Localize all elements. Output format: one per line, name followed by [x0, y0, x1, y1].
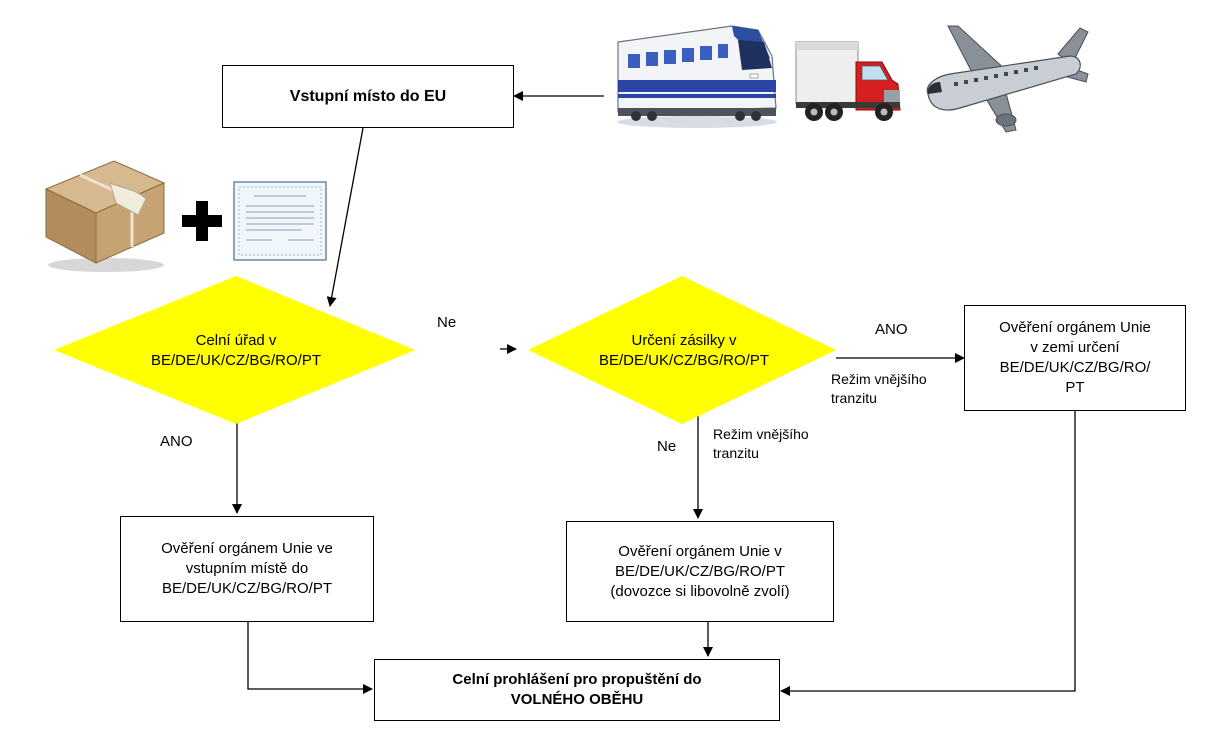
customs-no-label: Ne: [437, 314, 457, 331]
destination-yes-label: ANO: [875, 321, 908, 338]
verify-destination-label: Ověření orgánem Unie v zemi určení BE/DE…: [999, 319, 1151, 396]
verify-entry-box: Ověření orgánem Unie ve vstupním místě d…: [120, 516, 374, 622]
airplane-icon: [926, 25, 1089, 133]
destination-no-label: Ne: [657, 438, 677, 455]
plus-icon: [182, 201, 222, 241]
transit-down-label: Režim vnějšího tranzitu: [713, 426, 809, 461]
entry-point-box: Vstupní místo do EU: [222, 65, 514, 128]
verify-choice-label: Ověření orgánem Unie v BE/DE/UK/CZ/BG/RO…: [610, 542, 790, 600]
destination-diamond-label: Určení zásilky v BE/DE/UK/CZ/BG/RO/PT: [598, 332, 770, 369]
verify-choice-box: Ověření orgánem Unie v BE/DE/UK/CZ/BG/RO…: [566, 521, 834, 622]
train-icon: [617, 25, 777, 128]
customs-diamond-label: Celní úřad v BE/DE/UK/CZ/BG/RO/PT: [150, 332, 322, 369]
destination-diamond-shape: [528, 276, 836, 424]
release-box: Celní prohlášení pro propuštění do VOLNÉ…: [374, 659, 780, 721]
parcel-icon: [44, 160, 166, 272]
transit-right-label: Režim vnějšího tranzitu: [831, 371, 927, 406]
verify-destination-box: Ověření orgánem Unie v zemi určení BE/DE…: [964, 305, 1186, 411]
certificate-icon: [233, 181, 327, 261]
verify-entry-label: Ověření orgánem Unie ve vstupním místě d…: [161, 540, 333, 597]
arrow-destination-to-release: [780, 410, 1076, 696]
entry-point-label: Vstupní místo do EU: [289, 87, 447, 105]
customs-yes-label: ANO: [160, 433, 193, 450]
truck-icon: [795, 41, 901, 121]
arrow-entry-to-customs: [326, 127, 364, 307]
arrow-entry-to-release: [247, 621, 373, 694]
customs-diamond-shape: [54, 276, 415, 424]
release-label: Celní prohlášení pro propuštění do VOLNÉ…: [452, 671, 702, 708]
